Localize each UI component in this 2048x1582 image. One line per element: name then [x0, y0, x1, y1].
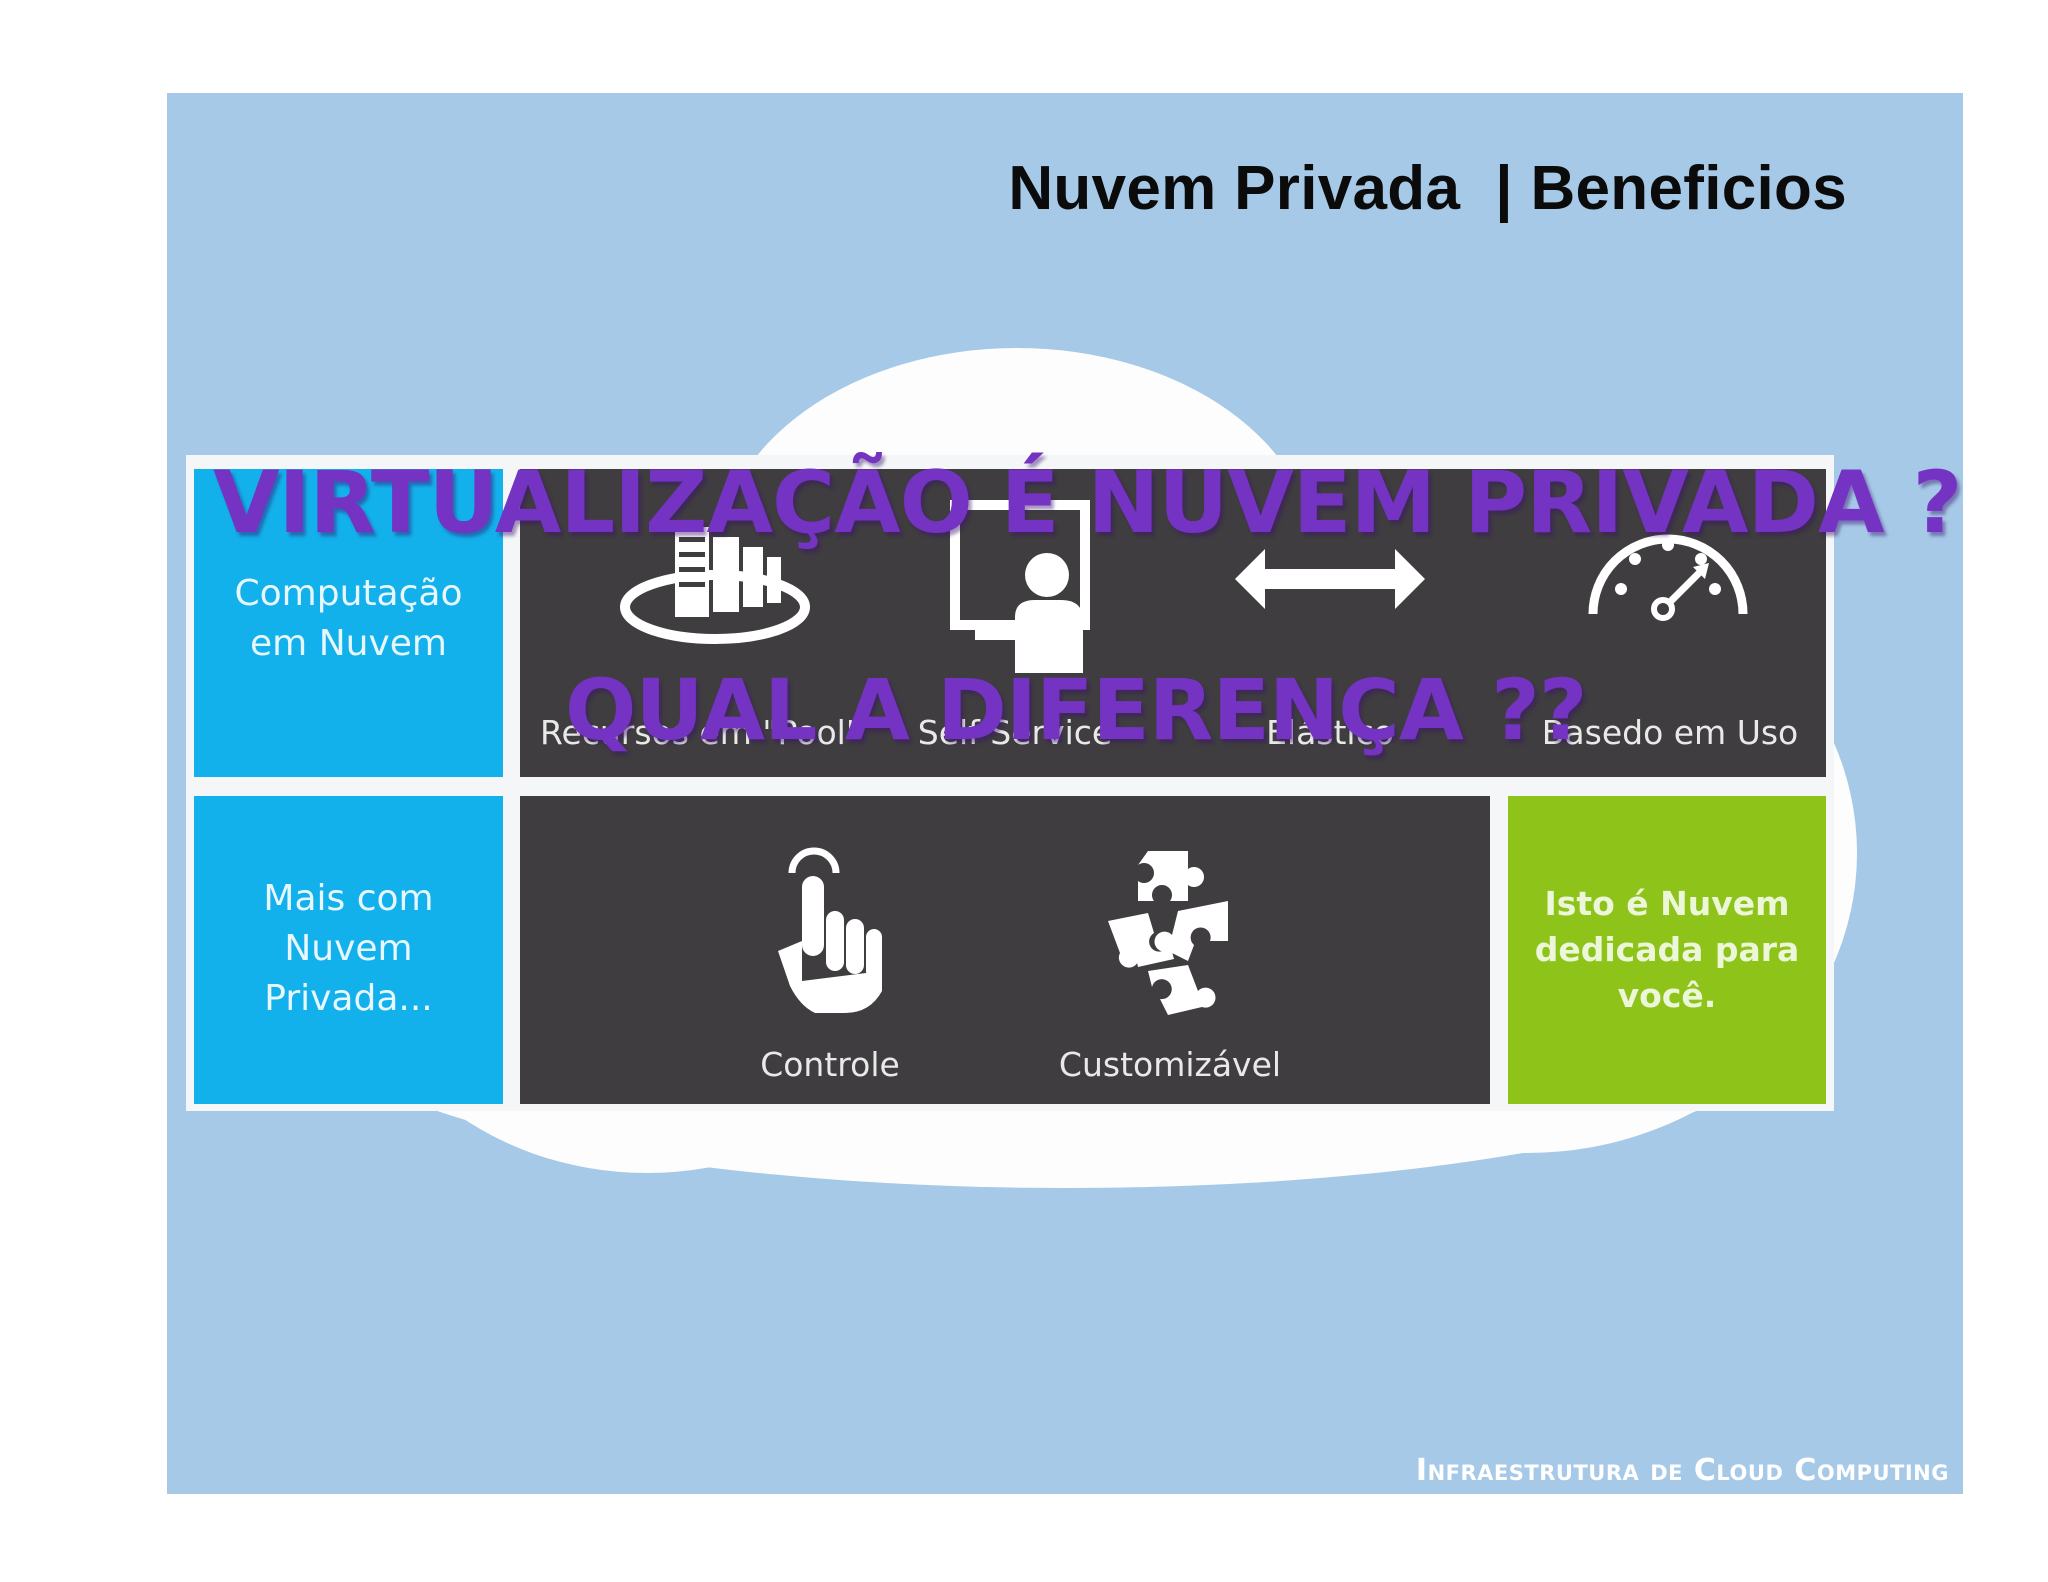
- course-footer: Infraestrutura de Cloud Computing: [1415, 1453, 1949, 1488]
- benefits-panel: Computação em Nuvem: [186, 455, 1834, 1111]
- feature-elastic-label: Elástico: [1266, 713, 1394, 752]
- tile-cloud-computing: Computação em Nuvem: [194, 469, 503, 777]
- person-screen-icon: [950, 500, 1090, 673]
- double-arrow-icon: [1235, 549, 1425, 609]
- puzzle-icon: [1108, 851, 1228, 1015]
- tile-dedicated-cloud-label: Isto é Nuvem dedicada para você.: [1534, 884, 1800, 1015]
- feature-control-label: Controle: [760, 1045, 900, 1084]
- slide: Nuvem Privada | Beneficios Computação em…: [167, 93, 1963, 1494]
- feature-usage-based-label: Basedo em Uso: [1541, 713, 1799, 752]
- virtualization-question: VIRTUALIZAÇÃO É NUVEM PRIVADA ??: [213, 453, 1963, 553]
- feature-customizable-label: Customizável: [1058, 1045, 1282, 1084]
- tile-cloud-features: Recursos em "Pool" Self Service Elástico…: [520, 469, 1826, 777]
- feature-self-service-label: Self Service: [917, 713, 1113, 752]
- hand-pointer-icon: [778, 847, 882, 1013]
- tile-private-cloud-label: Mais com Nuvem Privada...: [263, 878, 434, 1019]
- tile-private-features: Controle Customizável: [520, 796, 1490, 1104]
- tile-dedicated-cloud: Isto é Nuvem dedicada para você.: [1508, 796, 1826, 1104]
- tile-cloud-computing-label: Computação em Nuvem: [234, 573, 463, 664]
- server-pool-icon: [620, 527, 810, 644]
- difference-question: QUAL A DIFERENÇA ??: [565, 661, 1588, 759]
- feature-resource-pool-label: Recursos em "Pool": [540, 713, 862, 752]
- tile-private-cloud: Mais com Nuvem Privada...: [194, 796, 503, 1104]
- speedometer-icon: [1588, 534, 1748, 621]
- slide-title: Nuvem Privada | Beneficios: [1008, 154, 1847, 223]
